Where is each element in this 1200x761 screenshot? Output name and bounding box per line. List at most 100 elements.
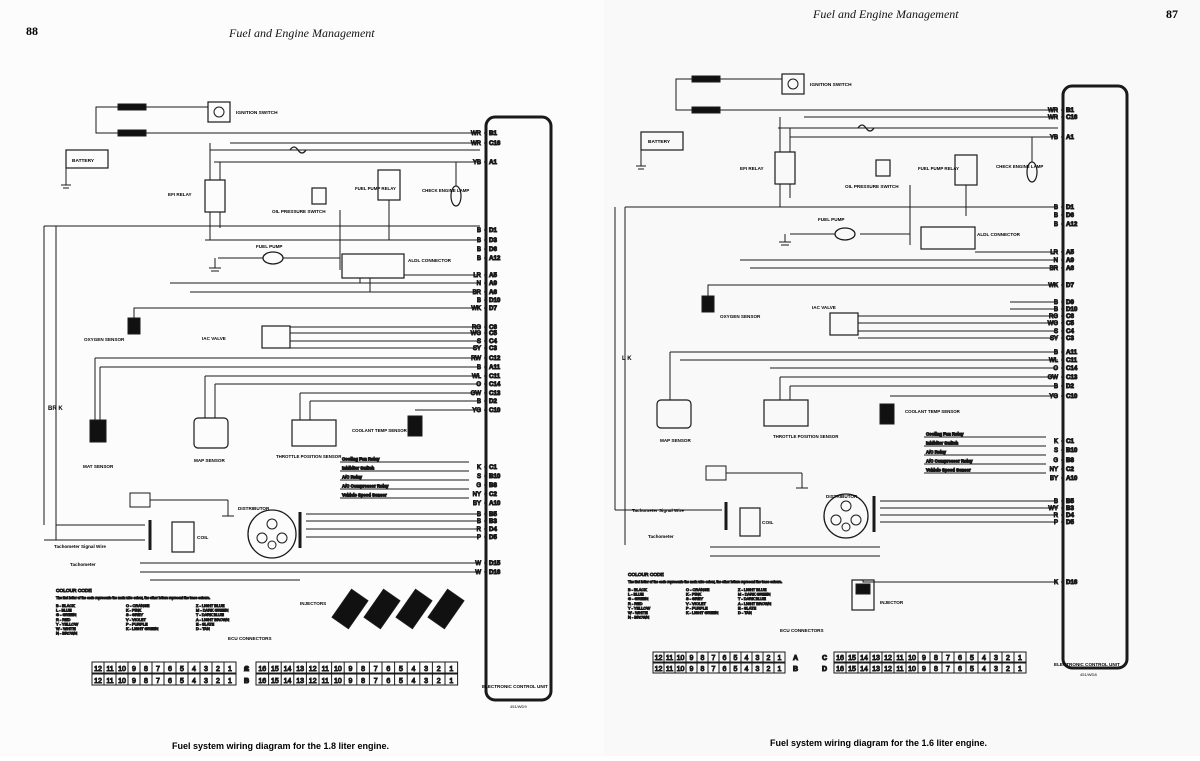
ecu-pin-label: A10 (1066, 475, 1078, 482)
wire-color-label: SY (473, 346, 481, 352)
fuel-pump-label: FUEL PUMP (818, 217, 844, 222)
colour-code-entry: E - SLATE (196, 621, 214, 626)
ecu-pin-label: A6 (489, 289, 497, 296)
coolant-temp-sensor-label: COOLANT TEMP SENSOR (352, 428, 408, 433)
connector-pin-number: 1 (778, 655, 782, 662)
connector-letter: B (244, 678, 249, 685)
connector-pin-number: 7 (712, 666, 716, 673)
wire-color-label: P (477, 535, 481, 541)
ecu-pin-label: C3 (489, 345, 497, 352)
connector-pin-number: 9 (132, 678, 136, 685)
connector-pin-number: 13 (296, 666, 304, 673)
wire-color-label: WL (472, 374, 482, 380)
wire-color-label: B (477, 399, 481, 405)
connector-pin-number: 8 (144, 678, 148, 685)
colour-code-entry: G - GREEN (56, 612, 77, 617)
aux-circuit-label: Inhibitor Switch (342, 466, 375, 471)
wire-color-label: W (475, 561, 481, 567)
connector-pin-number: 12 (94, 678, 102, 685)
diagram-caption: Fuel system wiring diagram for the 1.8 l… (172, 741, 389, 751)
wire-color-label: BY (473, 501, 481, 507)
connector-pin-number: 2 (767, 666, 771, 673)
connector-pin-number: 3 (204, 678, 208, 685)
ecu-pin-label: A5 (1066, 249, 1074, 256)
wire-color-label: WK (471, 306, 481, 312)
connector-pin-number: 5 (180, 666, 184, 673)
ignition-switch-label: IGNITION SWITCH (810, 82, 852, 88)
colour-code-entry: A - LIGHT BROWN (738, 601, 771, 606)
efi-relay-label: EFI RELAY (168, 192, 192, 197)
ecu-pin-label: A1 (1066, 134, 1074, 141)
ecu-pin-label: D6 (489, 246, 497, 253)
coil-label: COIL (197, 535, 209, 541)
colour-code-title: COLOUR CODE (56, 588, 92, 594)
connector-pin-number: 10 (118, 678, 126, 685)
colour-code-note: The first letter of the code represents … (628, 580, 782, 584)
ecu-pin-label: D2 (1066, 383, 1074, 390)
connector-pin-number: 1 (449, 666, 453, 673)
connector-pin-number: 11 (666, 655, 673, 662)
connector-pin-number: 5 (399, 678, 403, 685)
ecu-pin-label: B1 (489, 130, 497, 137)
colour-code-entry: N - BROWN (628, 615, 649, 620)
connector-pin-number: 11 (322, 666, 329, 673)
connector-pin-number: 9 (132, 666, 136, 673)
connector-pin-number: 6 (168, 678, 172, 685)
connector-pin-number: 5 (970, 655, 974, 662)
coil-icon (739, 507, 761, 537)
connector-pin-number: 3 (204, 666, 208, 673)
connector-pin-number: 4 (192, 666, 196, 673)
ignition-switch-icon (207, 101, 231, 123)
connector-pin-number: 8 (701, 655, 705, 662)
colour-code-entry: N - BROWN (56, 631, 77, 636)
connector-pin-number: 6 (958, 655, 962, 662)
wire-color-label: O (476, 382, 481, 388)
left-page: 88 Fuel and Engine Management ELECTRONIC… (26, 24, 553, 751)
wire-color-label: B (1054, 300, 1058, 306)
connector-pin-number: 16 (836, 655, 844, 662)
battery-label: BATTERY (72, 158, 95, 164)
colour-code-entry: D - TAN (738, 610, 752, 615)
distributor-icon (823, 493, 869, 539)
connector-pin-number: 4 (412, 678, 416, 685)
throttle-position-sensor-label: THROTTLE POSITION SENSOR (276, 454, 342, 459)
connector-pin-number: 8 (701, 666, 705, 673)
ecu-pin-label: A5 (489, 272, 497, 279)
iac-valve-icon (829, 312, 859, 336)
ecu-pin-label: C4 (1066, 328, 1074, 335)
ecu-pin-label: D3 (489, 237, 497, 244)
connector-pin-number: 15 (271, 666, 279, 673)
connector-pin-number: 5 (734, 655, 738, 662)
wire-color-label: R (477, 527, 482, 533)
connector-pin-number: 10 (334, 678, 342, 685)
ignition-switch-icon (781, 73, 805, 95)
colour-code-entry: S - GREY (686, 596, 703, 601)
wire-color-label: YG (1049, 394, 1058, 400)
connector-pin-number: 9 (922, 666, 926, 673)
connector-pin-number: 10 (677, 655, 685, 662)
battery-label: BATTERY (648, 139, 671, 145)
oil-pressure-switch-label: OIL PRESSURE SWITCH (845, 184, 899, 189)
connector-pin-number: 5 (734, 666, 738, 673)
wire-color-label: YB (1050, 135, 1058, 141)
ecu-pin-label: D10 (489, 297, 501, 304)
connector-pin-number: 2 (437, 666, 441, 673)
wire-color-label: B (477, 298, 481, 304)
distributor-label: DISTRIBUTOR (238, 506, 270, 511)
colour-code-entry: O - ORANGE (126, 603, 150, 608)
connector-pin-number: 5 (399, 666, 403, 673)
ecu-pin-label: C1 (489, 464, 497, 471)
ecu-pin-label: C14 (1066, 365, 1078, 372)
ecu-pin-label: C4 (489, 338, 497, 345)
connector-pin-number: 9 (922, 655, 926, 662)
wire-color-label: B (477, 365, 481, 371)
wire-color-label: YG (472, 408, 481, 414)
connector-pin-number: 8 (361, 666, 365, 673)
colour-code-entry: W - WHITE (56, 626, 76, 631)
connector-pin-number: 11 (896, 655, 903, 662)
connector-pin-number: 5 (970, 666, 974, 673)
throttle-position-sensor-label: THROTTLE POSITION SENSOR (773, 434, 839, 439)
